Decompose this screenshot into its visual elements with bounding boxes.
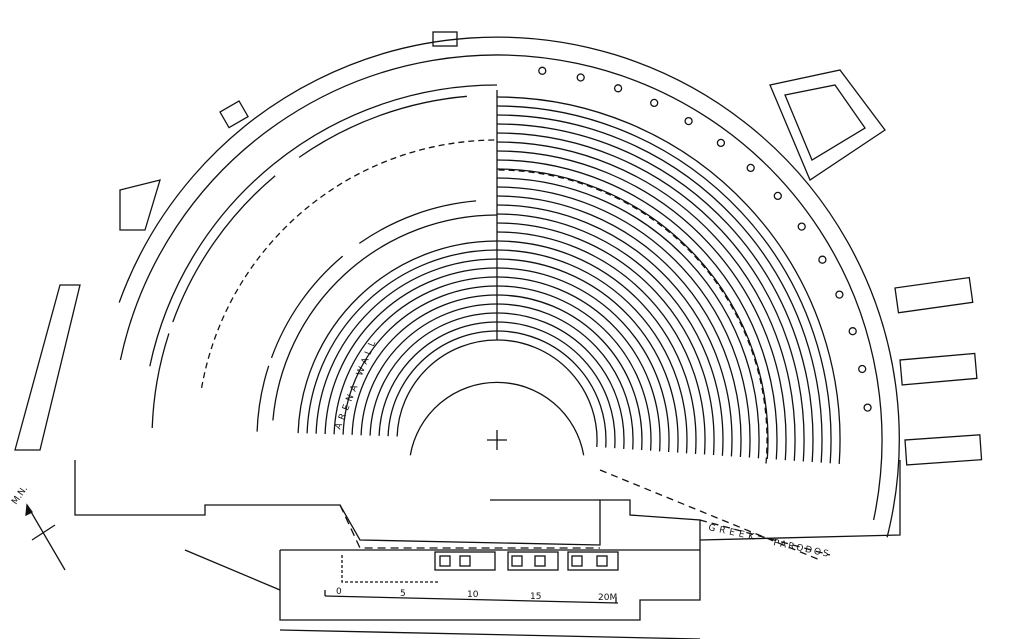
column-base — [797, 222, 806, 231]
seating-row — [496, 105, 832, 464]
seating-row — [496, 231, 706, 455]
seating-row — [496, 321, 616, 449]
orchestra-circle — [409, 381, 585, 456]
upper-block — [256, 365, 270, 432]
scale-tick-label: 0 — [336, 587, 342, 597]
upper-block — [270, 255, 344, 359]
column-base — [746, 163, 755, 173]
scale-bar: 0 5 10 15 20M — [324, 587, 619, 604]
seating-row — [496, 294, 643, 451]
seating-row — [496, 258, 679, 453]
column-base — [650, 98, 659, 108]
seating-row — [297, 240, 498, 434]
seating-row — [496, 267, 670, 453]
scale-tick-label: 20M — [598, 593, 617, 603]
seating-row — [496, 240, 697, 454]
north-arrow: M.N. — [10, 484, 66, 571]
seating-row — [496, 114, 823, 463]
seating-row — [496, 123, 814, 463]
seating-row — [496, 132, 805, 462]
seating-row — [360, 303, 498, 436]
column-base — [818, 255, 827, 264]
colonnade — [538, 66, 872, 412]
column-base — [835, 290, 844, 299]
greek-parodos — [599, 460, 901, 561]
upper-cavea-wall — [149, 84, 498, 367]
upper-block — [151, 333, 170, 429]
diazoma-path — [496, 169, 768, 464]
seating-row — [496, 222, 715, 456]
seating-row — [333, 276, 498, 435]
greek-label: GREEK — [707, 523, 758, 543]
seating-row — [387, 330, 498, 437]
upper-block — [298, 95, 467, 158]
seating-row — [496, 339, 598, 448]
column-base — [848, 327, 857, 336]
column-base — [538, 66, 547, 75]
retaining-walls — [14, 31, 983, 466]
seating-rows — [118, 36, 900, 538]
parodos-label: PARODOS — [772, 538, 831, 560]
seating-row — [496, 168, 769, 459]
scale-tick-label: 5 — [400, 589, 406, 599]
diazoma-path — [200, 139, 498, 389]
column-base — [613, 84, 623, 93]
seating-row — [496, 96, 841, 464]
column-base — [684, 116, 693, 126]
scale-tick-label: 15 — [530, 592, 541, 602]
seating-row — [496, 276, 661, 452]
column-base — [716, 138, 726, 148]
seating-row — [324, 267, 498, 435]
seating-row — [496, 204, 733, 457]
upper-block — [358, 200, 477, 244]
seating-row — [396, 339, 498, 437]
seating-row — [369, 312, 498, 436]
stage-building — [74, 460, 701, 639]
seating-row — [496, 330, 607, 448]
upper-block — [172, 175, 276, 323]
seating-row — [496, 159, 778, 460]
column-base — [576, 73, 585, 82]
seating-row — [496, 285, 652, 451]
diazoma-wall — [272, 214, 498, 421]
seating-row — [315, 258, 498, 434]
seating-row — [496, 213, 724, 456]
seating-row — [496, 177, 760, 459]
orchestra-center-mark — [487, 430, 507, 450]
seating-row — [378, 321, 498, 436]
outer-wall — [118, 36, 900, 538]
seating-row — [496, 312, 625, 449]
seating-row — [496, 186, 751, 458]
seating-row — [496, 150, 787, 461]
seating-row — [351, 294, 498, 435]
column-base — [858, 364, 867, 374]
column-base — [863, 403, 872, 412]
seating-row — [306, 249, 498, 434]
seating-row — [496, 195, 742, 458]
north-label: M.N. — [10, 484, 30, 506]
column-base — [773, 191, 782, 201]
seating-row — [496, 141, 796, 461]
seating-row — [342, 285, 498, 435]
seating-row — [496, 249, 688, 454]
seating-row — [496, 303, 634, 450]
scale-tick-label: 10 — [467, 590, 479, 600]
outer-wall — [119, 54, 883, 521]
